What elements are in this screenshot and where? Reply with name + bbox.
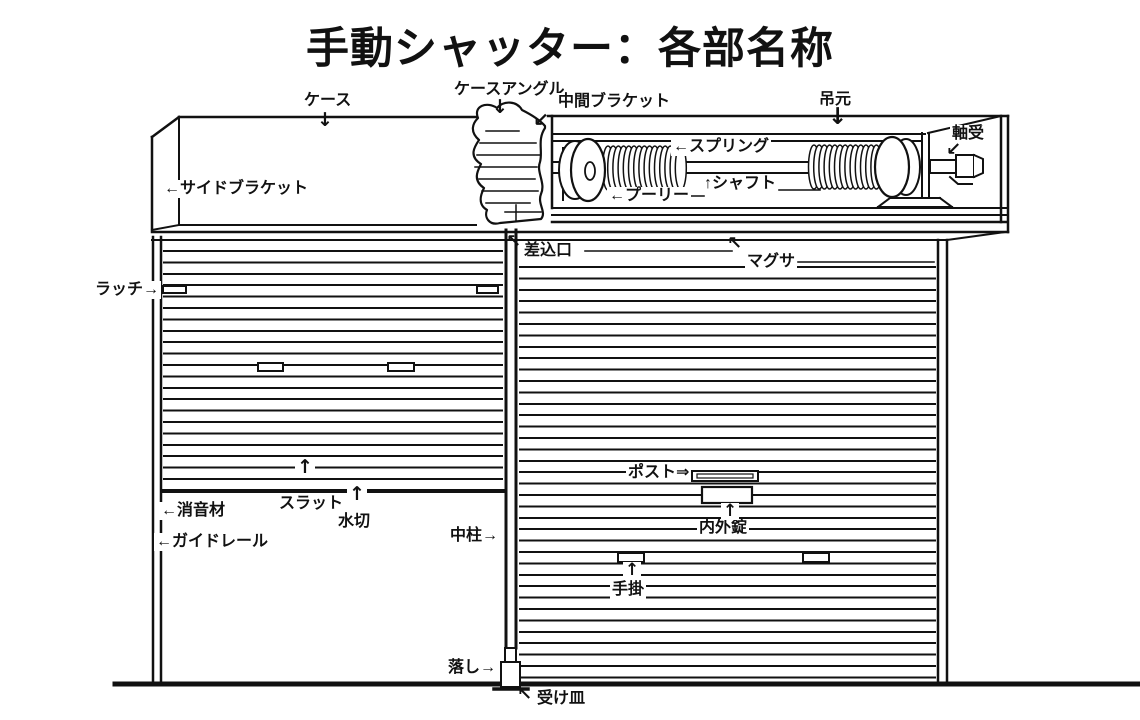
- arrow-up-left-icon: ↖: [506, 231, 522, 252]
- arrow-up-left-icon: ↖: [517, 684, 533, 705]
- pulley-left: [558, 137, 607, 203]
- spring-coil-right: [807, 144, 899, 190]
- label-middle-bracket: 中間ブラケット: [556, 93, 673, 112]
- guide-rail-left: [151, 235, 163, 686]
- arrow-up-icon: ↑: [347, 483, 367, 505]
- label-side-bracket: ←サイドブラケット: [162, 180, 311, 199]
- center-pillar-drawing: [504, 228, 518, 650]
- arrow-down-icon: ↓: [317, 109, 333, 131]
- label-water-drip: 水切: [336, 513, 373, 532]
- arrow-up-icon: ↑: [295, 456, 315, 478]
- label-slat: スラット: [277, 495, 346, 514]
- label-drop-bolt: 落し→: [446, 659, 499, 678]
- arrow-up-icon: ↑: [623, 560, 642, 580]
- case-box: [150, 115, 1010, 242]
- label-shaft: ↑シャフト: [702, 175, 779, 194]
- arrow-down-left-icon: ↙: [533, 109, 549, 131]
- label-receiving-tray: 受け皿: [535, 690, 588, 709]
- arrow-down-left-icon: ↙: [946, 139, 962, 160]
- label-guide-rail: ←ガイドレール: [154, 533, 271, 552]
- arrow-down-icon: ↓: [492, 96, 508, 118]
- label-sound-damper: ←消音材: [159, 502, 228, 521]
- arrow-up-left-icon: ↖: [727, 233, 743, 254]
- label-hand-grip: 手掛: [610, 581, 647, 600]
- page-title: 手動シャッター：各部名称: [306, 25, 834, 73]
- label-lintel: マグサ: [745, 253, 798, 272]
- case-interior-box: [546, 114, 1010, 234]
- pulley-right: [873, 132, 954, 209]
- arrow-up-icon: ↑: [721, 501, 740, 521]
- arrow-down-icon: ↓: [828, 104, 848, 130]
- label-insertion-slot: 差込口: [522, 242, 575, 261]
- label-center-pillar: 中柱→: [448, 527, 501, 546]
- right-shutter-curtain: [519, 266, 936, 685]
- label-hanging-base: 吊元: [817, 91, 854, 110]
- left-shutter-curtain: [163, 250, 503, 492]
- shaft-drawing: [551, 159, 959, 174]
- guide-rail-right: [936, 238, 949, 686]
- label-latch: ラッチ→: [93, 281, 162, 300]
- label-case: ケース: [302, 92, 354, 111]
- label-post-slot: ポスト⇒: [626, 464, 692, 483]
- label-spring: ←スプリング: [671, 138, 772, 157]
- label-inside-outside-lock: 内外錠: [697, 519, 750, 538]
- label-case-angle: ケースアングル: [452, 81, 567, 100]
- label-pulley: ←プーリー: [607, 187, 692, 206]
